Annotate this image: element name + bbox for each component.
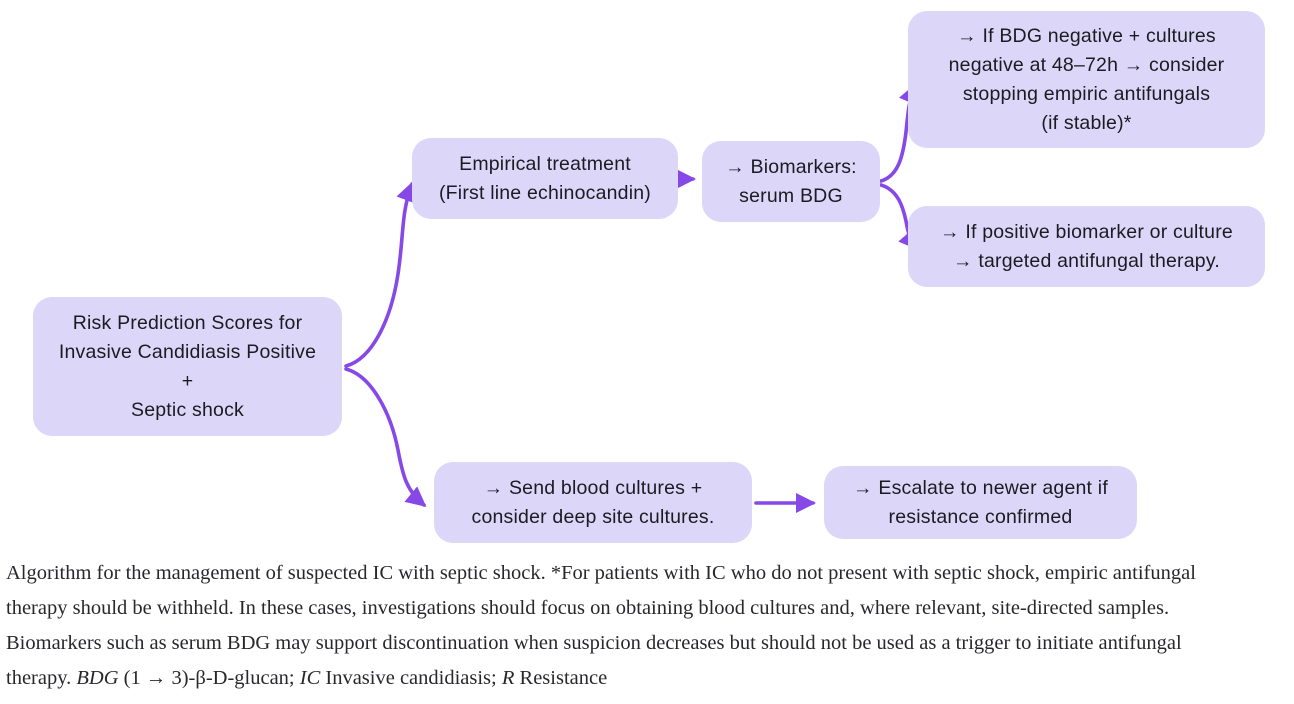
arrow-risk-to-empirical: [344, 181, 416, 368]
node-escalate-newer-agent: → Escalate to newer agent if resistance …: [824, 466, 1137, 539]
node-text-line: → Escalate to newer agent if: [853, 476, 1108, 499]
node-text-line: consider deep site cultures.: [471, 505, 715, 528]
node-text-line: → Send blood cultures +: [483, 476, 703, 499]
node-text-line: → If BDG negative + cultures: [957, 24, 1216, 47]
node-risk-prediction-scores: Risk Prediction Scores for Invasive Cand…: [33, 297, 342, 436]
node-text-line: Risk Prediction Scores for: [72, 311, 303, 334]
node-text-line: (First line echinocandin): [438, 181, 651, 204]
figure-caption-line: Biomarkers such as serum BDG may support…: [6, 632, 1182, 654]
node-text-line: → If positive biomarker or culture: [940, 220, 1233, 243]
node-text-line: stopping empiric antifungals: [962, 82, 1211, 105]
figure-caption-line: Algorithm for the management of suspecte…: [6, 562, 1196, 584]
figure-caption-line: therapy should be withheld. In these cas…: [6, 597, 1170, 619]
figure-caption: Algorithm for the management of suspecte…: [6, 556, 1290, 696]
node-empirical-treatment: Empirical treatment (First line echinoca…: [412, 138, 678, 219]
node-text-line: (if stable)*: [1041, 111, 1132, 134]
node-text-line: Invasive Candidiasis Positive: [58, 340, 317, 363]
node-text-line: serum BDG: [739, 184, 843, 207]
node-send-blood-cultures: → Send blood cultures + consider deep si…: [434, 462, 752, 543]
node-text-line: negative at 48–72h → consider: [948, 53, 1225, 76]
node-text-line: → Biomarkers:: [725, 155, 857, 178]
figure-caption-line: therapy. BDG (1 → 3)-β-D-glucan; IC Inva…: [6, 667, 608, 689]
node-biomarkers-serum-bdg: → Biomarkers: serum BDG: [702, 141, 880, 222]
node-text-line: Septic shock: [131, 398, 244, 421]
node-text-line: → targeted antifungal therapy.: [953, 249, 1220, 272]
node-positive-targeted-therapy: → If positive biomarker or culture → tar…: [908, 206, 1265, 287]
node-text-line: resistance confirmed: [888, 505, 1073, 528]
node-bdg-negative-stop-antifungals: → If BDG negative + cultures negative at…: [908, 11, 1265, 148]
node-text-line: Empirical treatment: [459, 152, 631, 175]
node-text-line: +: [181, 369, 194, 392]
arrow-risk-to-cultures: [344, 367, 427, 507]
